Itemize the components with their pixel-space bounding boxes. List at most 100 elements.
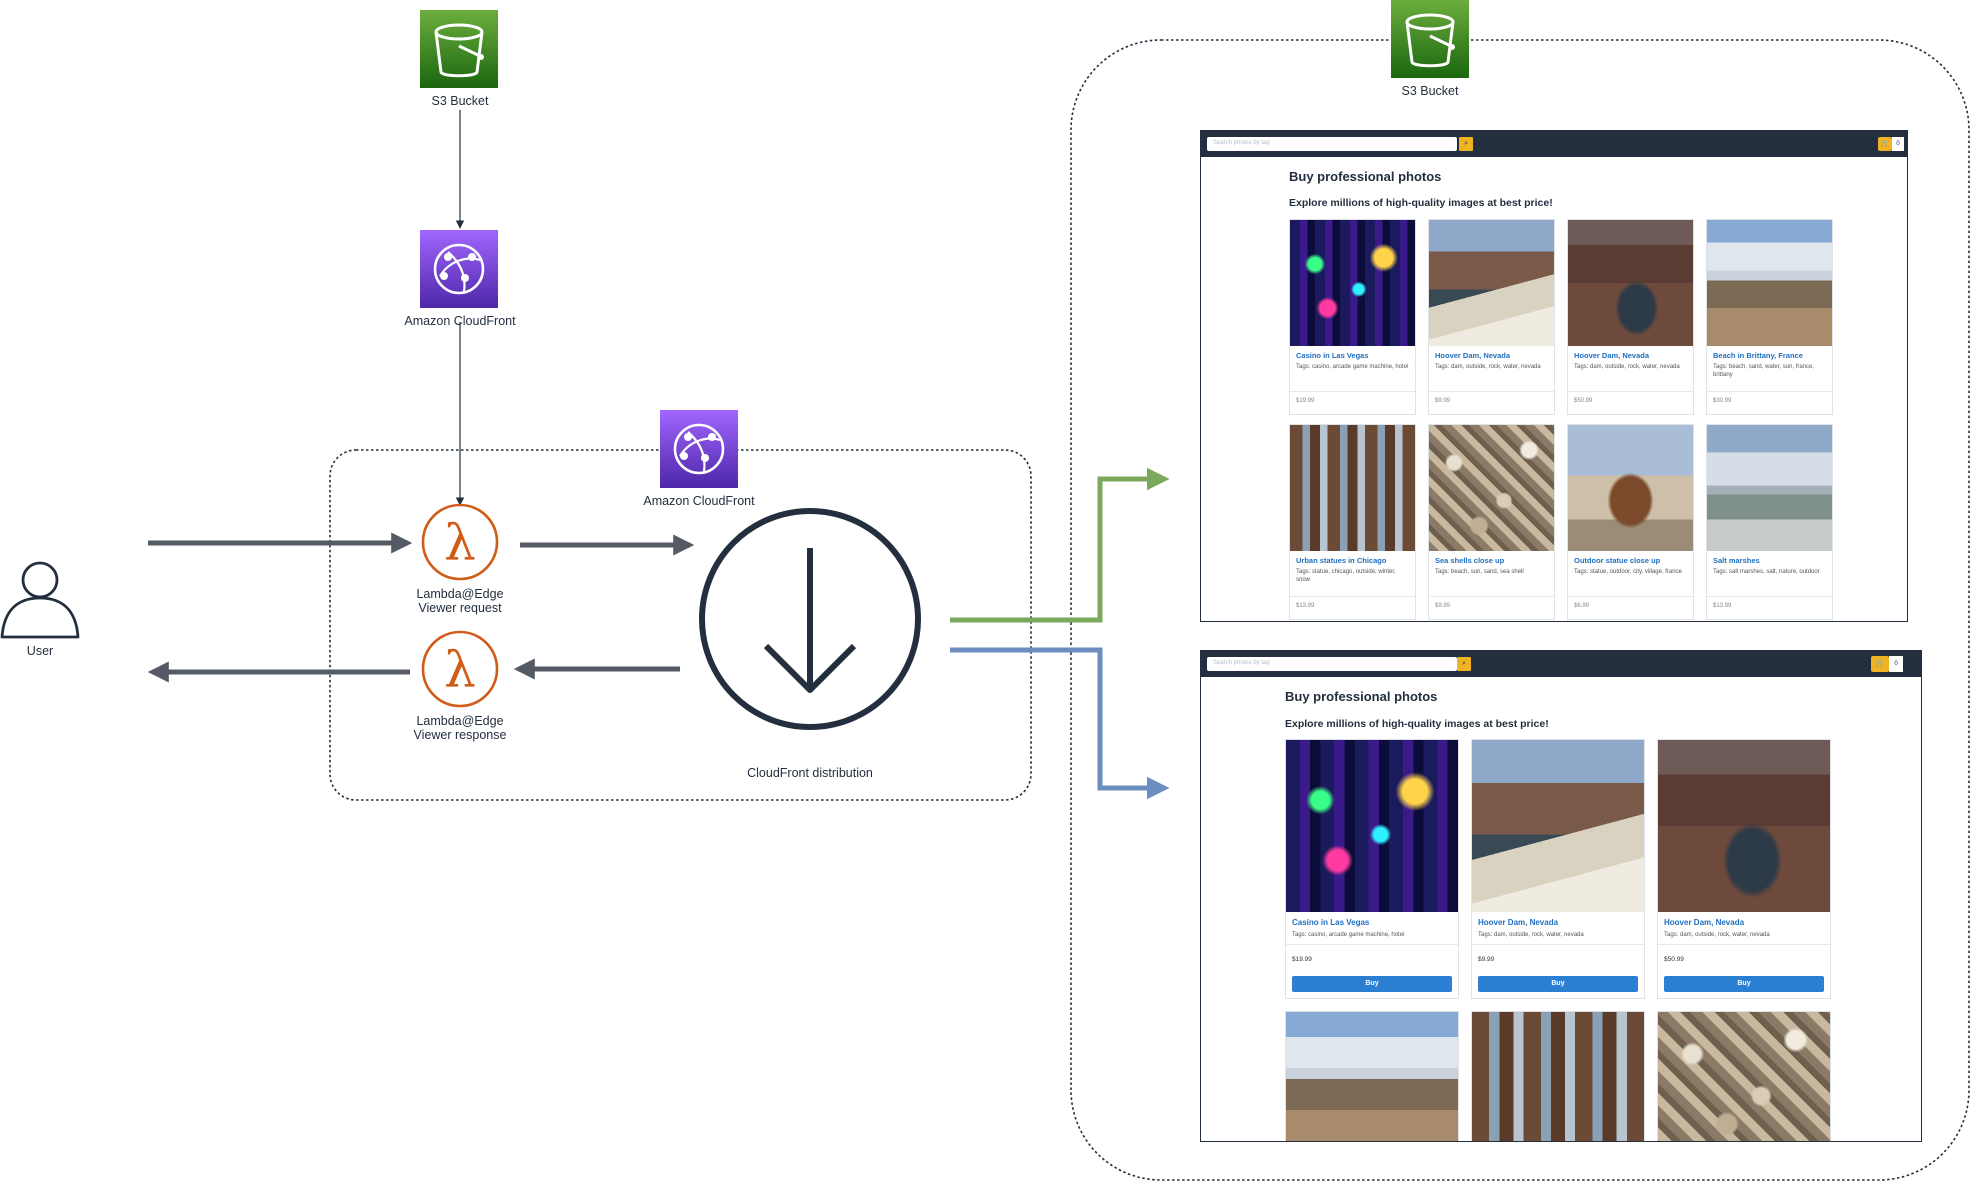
edge-group-box	[329, 449, 1032, 801]
cart-icon: 🛒	[1880, 140, 1890, 147]
product-tags: Tags: statue, chicago, outside, winter, …	[1296, 569, 1396, 583]
product-price: $9.99	[1435, 398, 1451, 404]
product-title[interactable]: Casino in Las Vegas	[1292, 918, 1370, 927]
buy-button[interactable]: Buy	[1478, 976, 1638, 992]
product-price: $9.99	[1478, 956, 1495, 963]
product-photo[interactable]	[1290, 220, 1415, 346]
product-tags: Tags: casino, arcade game machine, hotel	[1296, 364, 1409, 370]
svg-text:λ: λ	[444, 641, 476, 699]
product-title[interactable]: Casino in Las Vegas	[1296, 351, 1369, 360]
product-photo[interactable]	[1658, 740, 1830, 912]
product-photo[interactable]	[1707, 220, 1832, 346]
product-tags: Tags: casino, arcade game machine, hotel	[1292, 932, 1405, 938]
page-subtitle: Explore millions of high-quality images …	[1289, 197, 1553, 209]
product-price: $19.99	[1296, 398, 1315, 404]
card-divider	[1707, 596, 1832, 597]
product-title[interactable]: Urban statues in Chicago	[1296, 556, 1387, 565]
product-photo[interactable]	[1568, 220, 1693, 346]
cloudfront-distribution-label: CloudFront distribution	[747, 766, 873, 780]
product-photo[interactable]	[1286, 740, 1458, 912]
page-title: Buy professional photos	[1285, 689, 1438, 704]
product-photo[interactable]	[1472, 1012, 1644, 1141]
card-divider	[1290, 596, 1415, 597]
buy-button[interactable]: Buy	[1664, 976, 1824, 992]
lambda-icon: λ	[421, 503, 499, 581]
product-photo[interactable]	[1429, 425, 1554, 551]
product-card[interactable]	[1471, 1011, 1645, 1141]
s3-bucket-label: S3 Bucket	[431, 94, 489, 108]
product-tags: Tags: dam, outside, rock, water, nevada	[1664, 932, 1770, 938]
lambda-viewer-response-label: Lambda@Edge Viewer response	[413, 714, 507, 743]
product-photo[interactable]	[1429, 220, 1554, 346]
page-subtitle: Explore millions of high-quality images …	[1285, 718, 1549, 730]
user-icon	[0, 561, 80, 639]
buy-button[interactable]: Buy	[1292, 976, 1452, 992]
product-photo[interactable]	[1290, 425, 1415, 551]
product-tags: Tags: dam, outside, rock, water, nevada	[1574, 364, 1680, 370]
product-price: $13.99	[1713, 603, 1732, 609]
cart-button[interactable]: 🛒	[1878, 137, 1892, 151]
product-card[interactable]	[1657, 1011, 1831, 1141]
cloudfront-label: Amazon CloudFront	[643, 494, 755, 508]
bucket-icon	[1391, 0, 1469, 78]
product-title[interactable]: Hoover Dam, Nevada	[1478, 918, 1559, 927]
product-photo[interactable]	[1472, 740, 1644, 912]
lambda-label-line2: Viewer response	[413, 727, 507, 742]
globe-network-icon	[420, 230, 498, 308]
card-divider	[1658, 944, 1830, 945]
product-title[interactable]: Outdoor statue close up	[1574, 556, 1661, 565]
desktop-variant-arrow	[950, 647, 1170, 800]
search-button[interactable]: ⌕	[1457, 657, 1471, 671]
product-title[interactable]: Hoover Dam, Nevada	[1664, 918, 1745, 927]
product-price: $9.99	[1435, 603, 1451, 609]
product-photo[interactable]	[1568, 425, 1693, 551]
product-photo[interactable]	[1658, 1012, 1830, 1141]
cart-count: 0	[1892, 137, 1904, 151]
globe-network-icon	[660, 410, 738, 488]
card-divider	[1472, 944, 1644, 945]
product-card[interactable]	[1285, 1011, 1459, 1141]
bucket-icon	[420, 10, 498, 88]
product-price: $13.99	[1296, 603, 1315, 609]
search-icon: ⌕	[1464, 140, 1468, 147]
lambda-label-line2: Viewer request	[418, 600, 502, 615]
mobile-variant-arrow	[950, 467, 1170, 623]
store-screenshot-desktop: Search photos by tag ⌕ 🛒 0 Buy professio…	[1200, 650, 1922, 1142]
store-screenshot-grid: Search photos by tag ⌕ 🛒 0 Buy professio…	[1200, 130, 1908, 622]
s3-bucket-label: S3 Bucket	[1401, 84, 1459, 98]
cart-button[interactable]: 🛒	[1871, 656, 1889, 672]
lambda-label-line1: Lambda@Edge	[416, 587, 504, 601]
card-divider	[1429, 596, 1554, 597]
search-button[interactable]: ⌕	[1459, 137, 1473, 151]
product-title[interactable]: Hoover Dam, Nevada	[1574, 351, 1650, 360]
search-input[interactable]: Search photos by tag	[1207, 657, 1457, 671]
card-divider	[1568, 391, 1693, 392]
product-tags: Tags: salt marshes, salt, nature, outdoo…	[1713, 569, 1820, 575]
card-divider	[1568, 596, 1693, 597]
cloudfront-label: Amazon CloudFront	[404, 314, 516, 328]
product-photo[interactable]	[1707, 425, 1832, 551]
product-price: $50.99	[1574, 398, 1593, 404]
product-photo[interactable]	[1286, 1012, 1458, 1141]
product-title[interactable]: Hoover Dam, Nevada	[1435, 351, 1511, 360]
store-navbar: Search photos by tag ⌕ 🛒 0	[1201, 131, 1907, 157]
card-divider	[1286, 944, 1458, 945]
svg-text:λ: λ	[444, 514, 476, 572]
lambda-label-line1: Lambda@Edge	[416, 714, 504, 728]
product-title[interactable]: Sea shells close up	[1435, 556, 1505, 565]
product-title[interactable]: Salt marshes	[1713, 556, 1760, 565]
search-input[interactable]: Search photos by tag	[1207, 137, 1457, 151]
product-price: $30.99	[1713, 398, 1732, 404]
product-title[interactable]: Beach in Brittany, France	[1713, 351, 1803, 360]
